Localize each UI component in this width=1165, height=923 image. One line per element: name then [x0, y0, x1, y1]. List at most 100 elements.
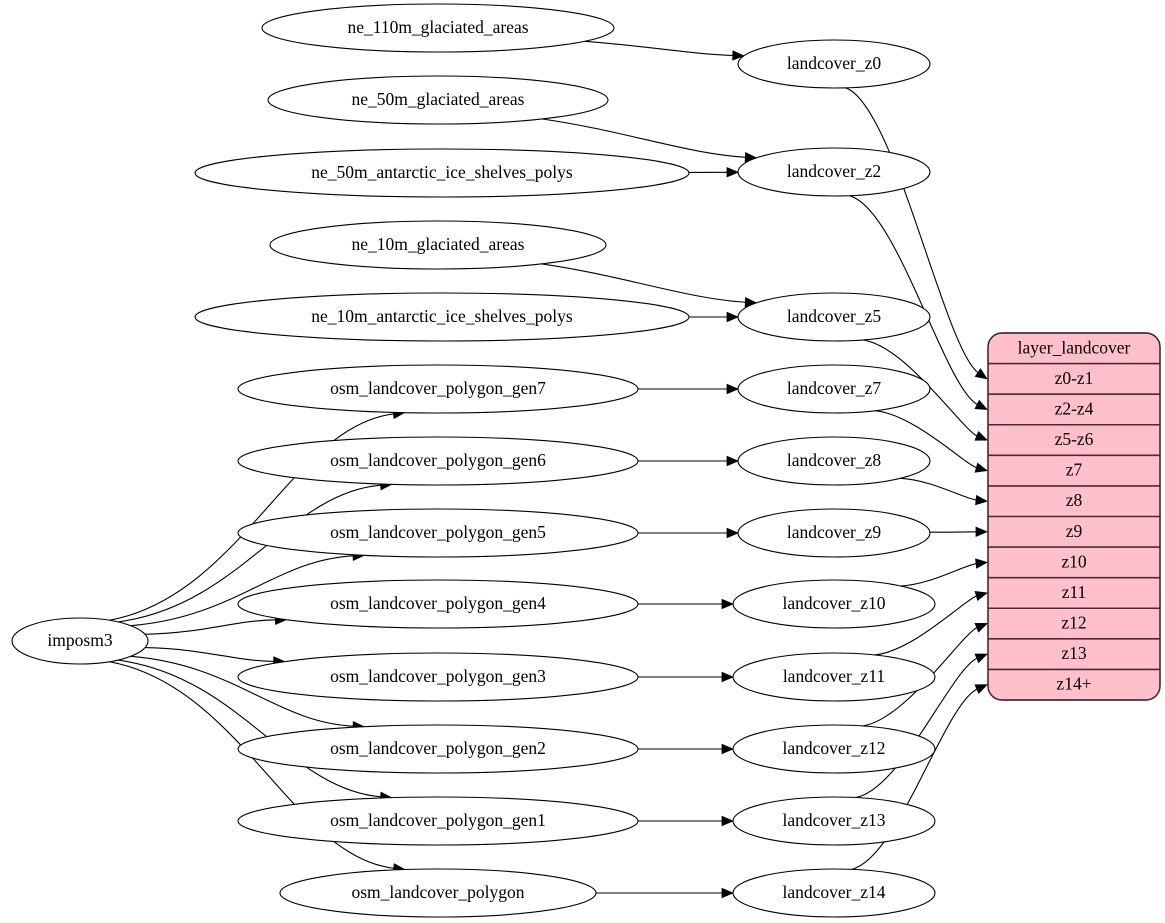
node-label: osm_landcover_polygon_gen4 [330, 593, 546, 613]
table-row-label: z7 [1066, 460, 1083, 480]
node-landcover_z9[interactable]: landcover_z9 [737, 508, 931, 558]
node-ne_10m_glaciated_areas[interactable]: ne_10m_glaciated_areas [269, 220, 607, 270]
node-label: osm_landcover_polygon_gen1 [330, 810, 546, 830]
table-row[interactable]: z5-z6 [988, 425, 1160, 456]
edge-ne_50m_antarctic_ice_shelves_polys-to-landcover_z2 [688, 167, 740, 178]
node-ne_50m_antarctic_ice_shelves_polys[interactable]: ne_50m_antarctic_ice_shelves_polys [194, 148, 690, 198]
node-label: landcover_z14 [782, 882, 885, 902]
node-imposm3[interactable]: imposm3 [11, 617, 149, 665]
table-row[interactable]: z7 [988, 455, 1160, 486]
node-label: osm_landcover_polygon_gen3 [330, 666, 546, 686]
edge-landcover_z2-to-z2-z4 [849, 195, 988, 410]
edge-imposm3-to-osm_landcover_polygon_gen4 [144, 614, 288, 635]
node-landcover_z2[interactable]: landcover_z2 [737, 147, 931, 197]
node-label: ne_10m_antarctic_ice_shelves_polys [311, 306, 573, 326]
table-row[interactable]: z0-z1 [988, 364, 1160, 395]
edge-osm_landcover_polygon-to-landcover_z14 [595, 887, 735, 899]
node-ne_110m_glaciated_areas[interactable]: ne_110m_glaciated_areas [261, 3, 615, 53]
edge-ne_10m_antarctic_ice_shelves_polys-to-landcover_z5 [689, 311, 740, 323]
node-label: landcover_z5 [787, 306, 882, 326]
node-label: landcover_z10 [782, 593, 885, 613]
node-label: landcover_z12 [782, 738, 885, 758]
edge-osm_landcover_polygon_gen3-to-landcover_z11 [638, 671, 735, 683]
table-row-label: z11 [1062, 582, 1087, 602]
node-label: ne_10m_glaciated_areas [352, 234, 525, 254]
layer-landcover-table: layer_landcover z0-z1 z2-z4 z5-z6 z7 z8 z9 z10 z… [987, 332, 1161, 701]
table-row[interactable]: z14+ [988, 669, 1160, 700]
edge-landcover_z13-to-z13 [855, 653, 988, 799]
node-ne_10m_antarctic_ice_shelves_polys[interactable]: ne_10m_antarctic_ice_shelves_polys [194, 292, 690, 342]
table-row[interactable]: z10 [988, 547, 1160, 578]
node-landcover_z10[interactable]: landcover_z10 [732, 579, 936, 629]
table-row-label: z5-z6 [1055, 429, 1094, 449]
table-row[interactable]: z8 [988, 486, 1160, 517]
edge-osm_landcover_polygon_gen1-to-landcover_z13 [638, 815, 735, 827]
edge-landcover_z11-to-z11 [874, 591, 988, 656]
node-osm_landcover_polygon_gen6[interactable]: osm_landcover_polygon_gen6 [237, 436, 639, 486]
node-label: ne_50m_antarctic_ice_shelves_polys [311, 162, 573, 182]
node-label: osm_landcover_polygon_gen7 [330, 378, 546, 398]
node-osm_landcover_polygon_gen1[interactable]: osm_landcover_polygon_gen1 [237, 796, 639, 846]
node-label: landcover_z7 [787, 378, 882, 398]
edge-imposm3-to-osm_landcover_polygon_gen3 [145, 647, 286, 667]
table-row[interactable]: z9 [988, 517, 1160, 548]
table-row[interactable]: z13 [988, 639, 1160, 670]
node-osm_landcover_polygon_gen2[interactable]: osm_landcover_polygon_gen2 [237, 724, 639, 774]
node-landcover_z7[interactable]: landcover_z7 [737, 364, 931, 414]
node-label: landcover_z11 [783, 666, 885, 686]
node-label: imposm3 [47, 630, 112, 650]
node-label: osm_landcover_polygon [351, 882, 524, 902]
node-osm_landcover_polygon[interactable]: osm_landcover_polygon [279, 868, 597, 918]
node-label: landcover_z9 [787, 522, 882, 542]
node-landcover_z8[interactable]: landcover_z8 [737, 436, 931, 486]
table-row-label: z10 [1061, 551, 1087, 571]
table-row-label: z12 [1061, 613, 1086, 633]
edge-ne_110m_glaciated_areas-to-landcover_z0 [584, 40, 745, 61]
node-osm_landcover_polygon_gen5[interactable]: osm_landcover_polygon_gen5 [237, 508, 639, 558]
node-label: osm_landcover_polygon_gen6 [330, 450, 546, 470]
node-landcover_z12[interactable]: landcover_z12 [732, 724, 936, 774]
node-landcover_z5[interactable]: landcover_z5 [737, 292, 931, 342]
nodes-layer: imposm3 ne_110m_glaciated_areas ne_50m_gla… [11, 3, 936, 918]
node-osm_landcover_polygon_gen4[interactable]: osm_landcover_polygon_gen4 [237, 579, 639, 629]
edge-landcover_z8-to-z8 [900, 477, 989, 506]
table-row-label: z2-z4 [1055, 398, 1094, 418]
table-row-label: z0-z1 [1055, 368, 1094, 388]
table-row-label: z9 [1066, 521, 1083, 541]
node-landcover_z14[interactable]: landcover_z14 [732, 868, 936, 918]
edge-osm_landcover_polygon_gen2-to-landcover_z12 [637, 743, 735, 755]
node-osm_landcover_polygon_gen7[interactable]: osm_landcover_polygon_gen7 [237, 364, 639, 414]
node-label: ne_50m_glaciated_areas [352, 89, 525, 109]
edge-osm_landcover_polygon_gen5-to-landcover_z9 [638, 527, 740, 539]
table-outline [987, 332, 1161, 701]
table-row-label: z13 [1061, 643, 1087, 663]
node-label: landcover_z2 [787, 161, 881, 181]
node-landcover_z13[interactable]: landcover_z13 [732, 796, 936, 846]
node-ne_50m_glaciated_areas[interactable]: ne_50m_glaciated_areas [267, 75, 609, 125]
edge-osm_landcover_polygon_gen6-to-landcover_z8 [638, 455, 740, 467]
node-osm_landcover_polygon_gen3[interactable]: osm_landcover_polygon_gen3 [237, 652, 639, 702]
node-label: ne_110m_glaciated_areas [347, 17, 528, 37]
table-row[interactable]: z2-z4 [988, 394, 1160, 425]
node-landcover_z11[interactable]: landcover_z11 [732, 652, 936, 702]
table-row-label: z14+ [1056, 674, 1091, 694]
table-header-label: layer_landcover [1018, 337, 1131, 357]
edge-landcover_z9-to-z9 [929, 526, 989, 537]
node-label: osm_landcover_polygon_gen5 [330, 522, 546, 542]
edge-landcover_z7-to-z7 [874, 410, 989, 473]
edge-landcover_z10-to-z10 [900, 558, 989, 587]
node-label: landcover_z8 [787, 450, 882, 470]
edge-osm_landcover_polygon_gen7-to-landcover_z7 [638, 383, 740, 395]
node-label: landcover_z13 [782, 810, 885, 830]
node-label: landcover_z0 [787, 53, 882, 73]
node-label: osm_landcover_polygon_gen2 [330, 738, 546, 758]
edge-landcover_z5-to-z5-z6 [862, 339, 988, 441]
table-row[interactable]: z11 [988, 578, 1160, 609]
node-landcover_z0[interactable]: landcover_z0 [737, 39, 931, 89]
table-row-label: z8 [1066, 490, 1083, 510]
edge-osm_landcover_polygon_gen4-to-landcover_z10 [638, 598, 735, 610]
table-row[interactable]: z12 [988, 608, 1160, 639]
edge-landcover_z0-to-z0-z1 [845, 87, 988, 380]
